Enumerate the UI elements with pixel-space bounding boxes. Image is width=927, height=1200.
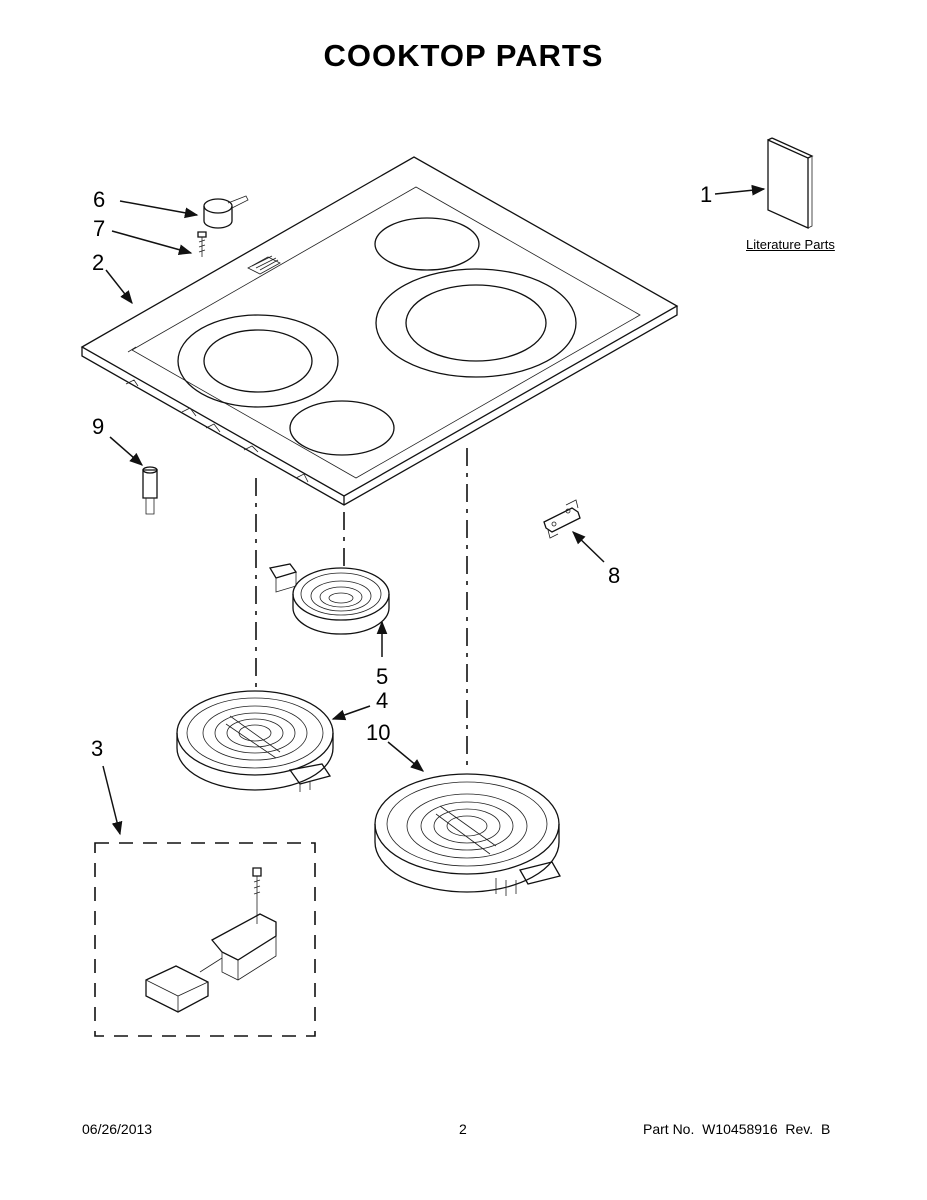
literature-parts-label: Literature Parts [746, 237, 835, 252]
callout-2: 2 [92, 250, 105, 275]
callout-10-arrow [387, 741, 425, 772]
callout-1-arrow [714, 184, 766, 196]
mounting-bracket [543, 499, 581, 539]
callout-6-arrow [119, 200, 199, 219]
callout-5: 5 [376, 664, 389, 689]
callout-1: 1 [700, 182, 713, 207]
literature-booklet [767, 137, 814, 230]
callout-8-arrow [572, 531, 605, 563]
mounting-screw [197, 231, 207, 257]
callout-9: 9 [92, 414, 105, 439]
page-title: COOKTOP PARTS [323, 38, 604, 73]
footer-part-number: Part No. W10458916 Rev. B [643, 1121, 831, 1137]
cooktop-glass [80, 156, 679, 506]
terminal-block [142, 466, 158, 515]
terminal-kit [145, 867, 277, 1013]
callout-3-arrow [102, 765, 123, 836]
footer-date: 06/26/2013 [82, 1121, 153, 1137]
callout-2-arrow [105, 269, 133, 305]
limiter-switch [203, 195, 249, 229]
kit-boundary-box [94, 842, 316, 1037]
callout-3: 3 [91, 736, 104, 761]
callout-7-arrow [111, 230, 193, 255]
callout-8: 8 [608, 563, 621, 588]
callout-4-arrow [331, 705, 371, 721]
footer-page-number: 2 [459, 1121, 467, 1137]
radiant-element-large [374, 773, 561, 896]
callout-4: 4 [376, 688, 389, 713]
callout-6: 6 [93, 187, 106, 212]
callout-9-arrow [109, 436, 144, 466]
callout-10: 10 [366, 720, 391, 745]
radiant-element-medium [176, 690, 334, 792]
radiant-element-small [268, 563, 390, 635]
callout-7: 7 [93, 216, 106, 241]
